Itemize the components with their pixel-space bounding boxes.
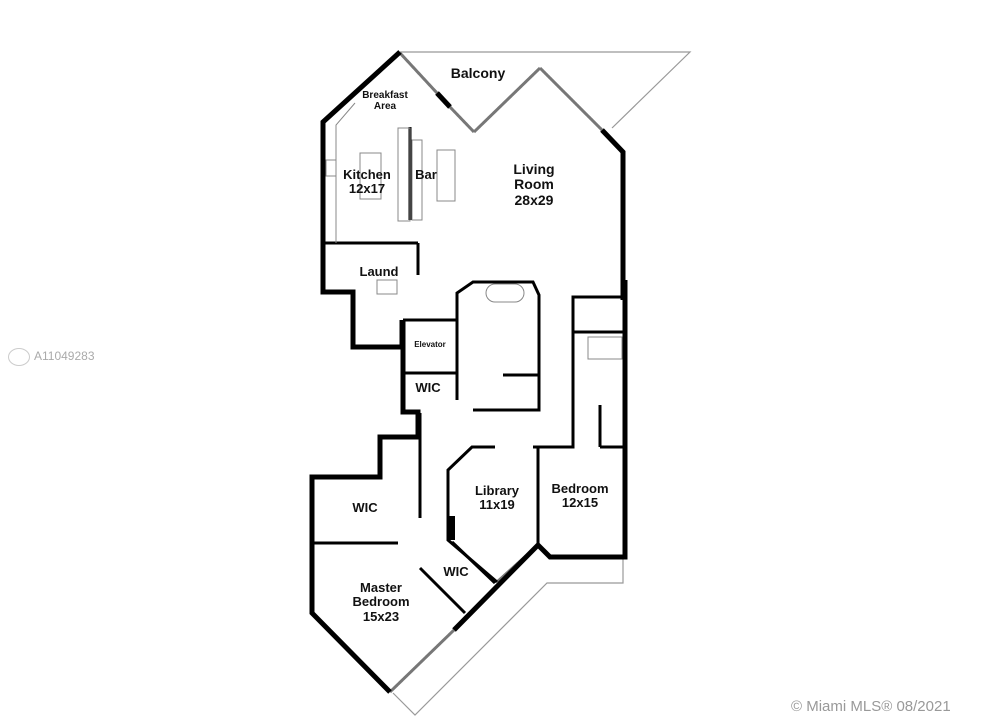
label-text: Master xyxy=(360,580,402,595)
listing-id-watermark: A11049283 xyxy=(8,348,95,366)
balcony-outline-bottom xyxy=(392,558,624,716)
mls-logo-icon xyxy=(8,348,30,366)
window xyxy=(538,66,604,132)
label-text: WIC xyxy=(352,500,378,515)
outer-wall xyxy=(452,280,628,632)
room-label-elevator: Elevator xyxy=(414,340,446,350)
outer-wall xyxy=(309,320,421,694)
window xyxy=(448,105,476,134)
room-label-breakfast-area: Breakfast Area xyxy=(362,90,408,112)
room-label-master-bedroom: Master Bedroom 15x23 xyxy=(352,580,410,624)
room-label-wic-small: WIC xyxy=(443,564,469,579)
label-text: Bedroom xyxy=(551,481,609,496)
room-label-living-room: Living Room 28x29 xyxy=(513,161,555,208)
label-text: Kitchen xyxy=(343,167,391,182)
label-text: Living xyxy=(513,161,555,177)
window xyxy=(388,628,456,694)
listing-id-text: A11049283 xyxy=(34,349,95,364)
label-text: Library xyxy=(474,483,520,498)
label-text: 11x19 xyxy=(479,497,515,513)
balcony-outline-top xyxy=(400,51,692,129)
wall xyxy=(435,91,452,109)
laundry-machine xyxy=(376,279,398,295)
bedroom-wall xyxy=(533,295,625,449)
room-label-wic-master: WIC xyxy=(352,500,378,515)
label-text: 28x29 xyxy=(514,191,554,208)
counter xyxy=(397,127,411,222)
room-label-kitchen: Kitchen 12x17 xyxy=(343,167,391,197)
outer-wall xyxy=(600,128,626,300)
kitchen-counter xyxy=(335,102,356,243)
window xyxy=(472,66,542,134)
room-label-library: Library 11x19 xyxy=(474,483,520,513)
label-text: Bedroom xyxy=(352,594,410,610)
label-text: Balcony xyxy=(450,65,506,81)
label-text: Room xyxy=(514,176,554,193)
room-label-bedroom: Bedroom 12x15 xyxy=(551,481,609,511)
copyright-text: © Miami MLS® 08/2021 xyxy=(791,698,951,715)
label-text: Breakfast xyxy=(362,90,408,101)
label-text: 12x17 xyxy=(348,181,386,197)
label-text: Elevator xyxy=(414,340,446,349)
label-text: 12x15 xyxy=(561,495,599,511)
label-text: Bar xyxy=(415,167,437,182)
label-text: 15x23 xyxy=(362,608,400,624)
room-label-laundry: Laund xyxy=(359,264,399,279)
kitchen-island xyxy=(359,152,382,200)
bath-wall xyxy=(455,280,541,412)
fireplace xyxy=(448,516,455,540)
copyright-watermark: © Miami MLS® 08/2021 xyxy=(791,698,951,715)
wall xyxy=(450,540,497,585)
wall xyxy=(418,566,467,615)
room-label-wic-upper: WIC xyxy=(415,380,441,395)
bathtub xyxy=(485,283,525,303)
room-label-balcony: Balcony xyxy=(450,65,506,81)
label-text: Area xyxy=(373,101,397,112)
stove-icon xyxy=(325,159,337,177)
shower xyxy=(587,336,623,360)
bar-island xyxy=(436,149,456,202)
label-text: Laund xyxy=(359,264,399,279)
label-text: WIC xyxy=(443,564,469,579)
window xyxy=(398,51,439,95)
bar-counter xyxy=(411,139,423,221)
label-text: WIC xyxy=(415,380,441,395)
room-label-bar: Bar xyxy=(415,167,437,182)
